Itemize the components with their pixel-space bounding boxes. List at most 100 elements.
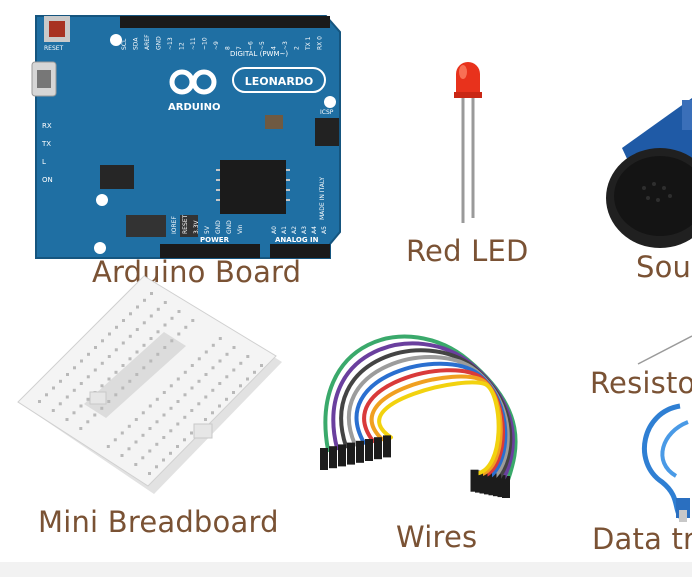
label-sound-sensor: Sou <box>636 250 692 284</box>
breadboard-hole <box>204 395 208 399</box>
board-rx-text: RX <box>42 122 52 130</box>
breadboard-hole <box>170 316 174 320</box>
breadboard-hole <box>253 370 256 374</box>
board-made-in-text: MADE IN ITALY <box>319 177 326 220</box>
board-pin-label: TX 1 <box>305 36 312 51</box>
breadboard-hole <box>128 334 132 338</box>
breadboard-hole <box>101 339 104 343</box>
breadboard-hole <box>197 379 201 383</box>
breadboard-hole <box>190 386 194 390</box>
breadboard-hole <box>128 357 132 361</box>
breadboard-hole <box>121 341 125 345</box>
breadboard-hole <box>86 420 90 424</box>
wire-connector <box>479 471 488 494</box>
breadboard-hole <box>218 404 221 408</box>
breadboard-hole <box>134 440 138 444</box>
breadboard-hole <box>79 404 83 408</box>
breadboard-hole <box>114 370 118 374</box>
board-pin-label: 8 <box>225 46 232 50</box>
breadboard-hole <box>100 406 104 410</box>
wire-connector <box>497 475 506 498</box>
board-pin-label: A2 <box>291 226 298 234</box>
breadboard-hole <box>239 361 243 365</box>
breadboard-hole <box>191 319 195 322</box>
breadboard-hole <box>197 357 201 361</box>
breadboard-hole <box>79 382 83 385</box>
breadboard-hole <box>149 337 153 340</box>
breadboard-hole <box>204 418 207 421</box>
wire-connector <box>329 446 337 469</box>
wire-connector <box>488 473 497 496</box>
resistor-image <box>632 334 692 368</box>
breadboard-hole <box>155 420 159 424</box>
breadboard-hole <box>225 352 229 356</box>
breadboard-hole <box>107 400 111 403</box>
label-data-transfer: Data tra <box>592 522 692 556</box>
breadboard-hole <box>149 359 153 363</box>
breadboard-hole <box>107 377 111 381</box>
board-reset-text: RESET <box>44 45 64 52</box>
board-pin-label: ~5 <box>259 41 266 50</box>
breadboard-hole <box>156 307 160 311</box>
breadboard-hole <box>107 355 111 358</box>
breadboard-hole <box>176 400 180 403</box>
breadboard-hole <box>149 314 153 318</box>
wires-image <box>288 300 550 510</box>
breadboard-hole <box>148 404 152 408</box>
breadboard-hole <box>190 364 194 367</box>
breadboard-hole <box>87 352 90 356</box>
breadboard-hole <box>100 361 104 365</box>
breadboard-hole <box>142 366 146 370</box>
jumper-wire <box>331 341 515 482</box>
breadboard-hole <box>169 451 172 455</box>
breadboard-hole <box>94 346 97 349</box>
breadboard-hole <box>177 332 181 336</box>
board-digital-text: DIGITAL (PWM~) <box>230 50 288 58</box>
breadboard-hole <box>59 379 62 383</box>
breadboard-hole <box>169 429 173 433</box>
breadboard-hole <box>218 359 222 363</box>
board-pin-label: ~3 <box>282 41 289 50</box>
breadboard-hole <box>106 445 110 448</box>
breadboard-hole <box>141 456 145 460</box>
jumper-wire <box>354 361 508 479</box>
breadboard-hole <box>176 422 180 426</box>
board-pin-label: 3.3V <box>193 219 200 234</box>
board-pin-label: IOREF <box>171 216 178 234</box>
label-arduino-board: Arduino Board <box>92 255 302 289</box>
board-pin-label: 12 <box>179 42 186 50</box>
board-pin-label: 5V <box>204 225 211 234</box>
board-pin-label: 4 <box>271 46 278 50</box>
board-pin-label: GND <box>226 220 233 234</box>
breadboard-hole <box>135 328 139 331</box>
mini-breadboard-image <box>14 272 286 498</box>
breadboard-hole <box>66 373 69 376</box>
breadboard-hole <box>190 431 193 435</box>
breadboard-hole <box>232 368 236 372</box>
breadboard-hole <box>143 298 146 302</box>
breadboard-hole <box>211 388 215 392</box>
breadboard-hole <box>93 413 97 417</box>
breadboard-hole <box>135 350 139 354</box>
breadboard-hole <box>246 377 249 381</box>
breadboard-hole <box>45 393 48 397</box>
breadboard-hole <box>155 465 158 469</box>
wire-connector <box>484 472 492 495</box>
board-pin-label: ~13 <box>167 37 174 50</box>
jumper-wire <box>323 334 518 482</box>
board-pin-label: A4 <box>311 226 318 234</box>
board-pin-label: 7 <box>236 46 243 50</box>
wire-connector <box>356 440 364 463</box>
breadboard-hole <box>183 438 186 442</box>
breadboard-hole <box>120 431 124 435</box>
breadboard-hole <box>176 377 180 381</box>
board-analog-text: ANALOG IN <box>275 236 319 244</box>
usb-cable-image <box>632 402 692 522</box>
board-brand-text: ARDUINO <box>168 102 220 113</box>
breadboard-hole <box>225 375 229 379</box>
breadboard-hole <box>79 427 83 430</box>
breadboard-hole <box>162 458 165 462</box>
breadboard-hole <box>148 427 152 430</box>
